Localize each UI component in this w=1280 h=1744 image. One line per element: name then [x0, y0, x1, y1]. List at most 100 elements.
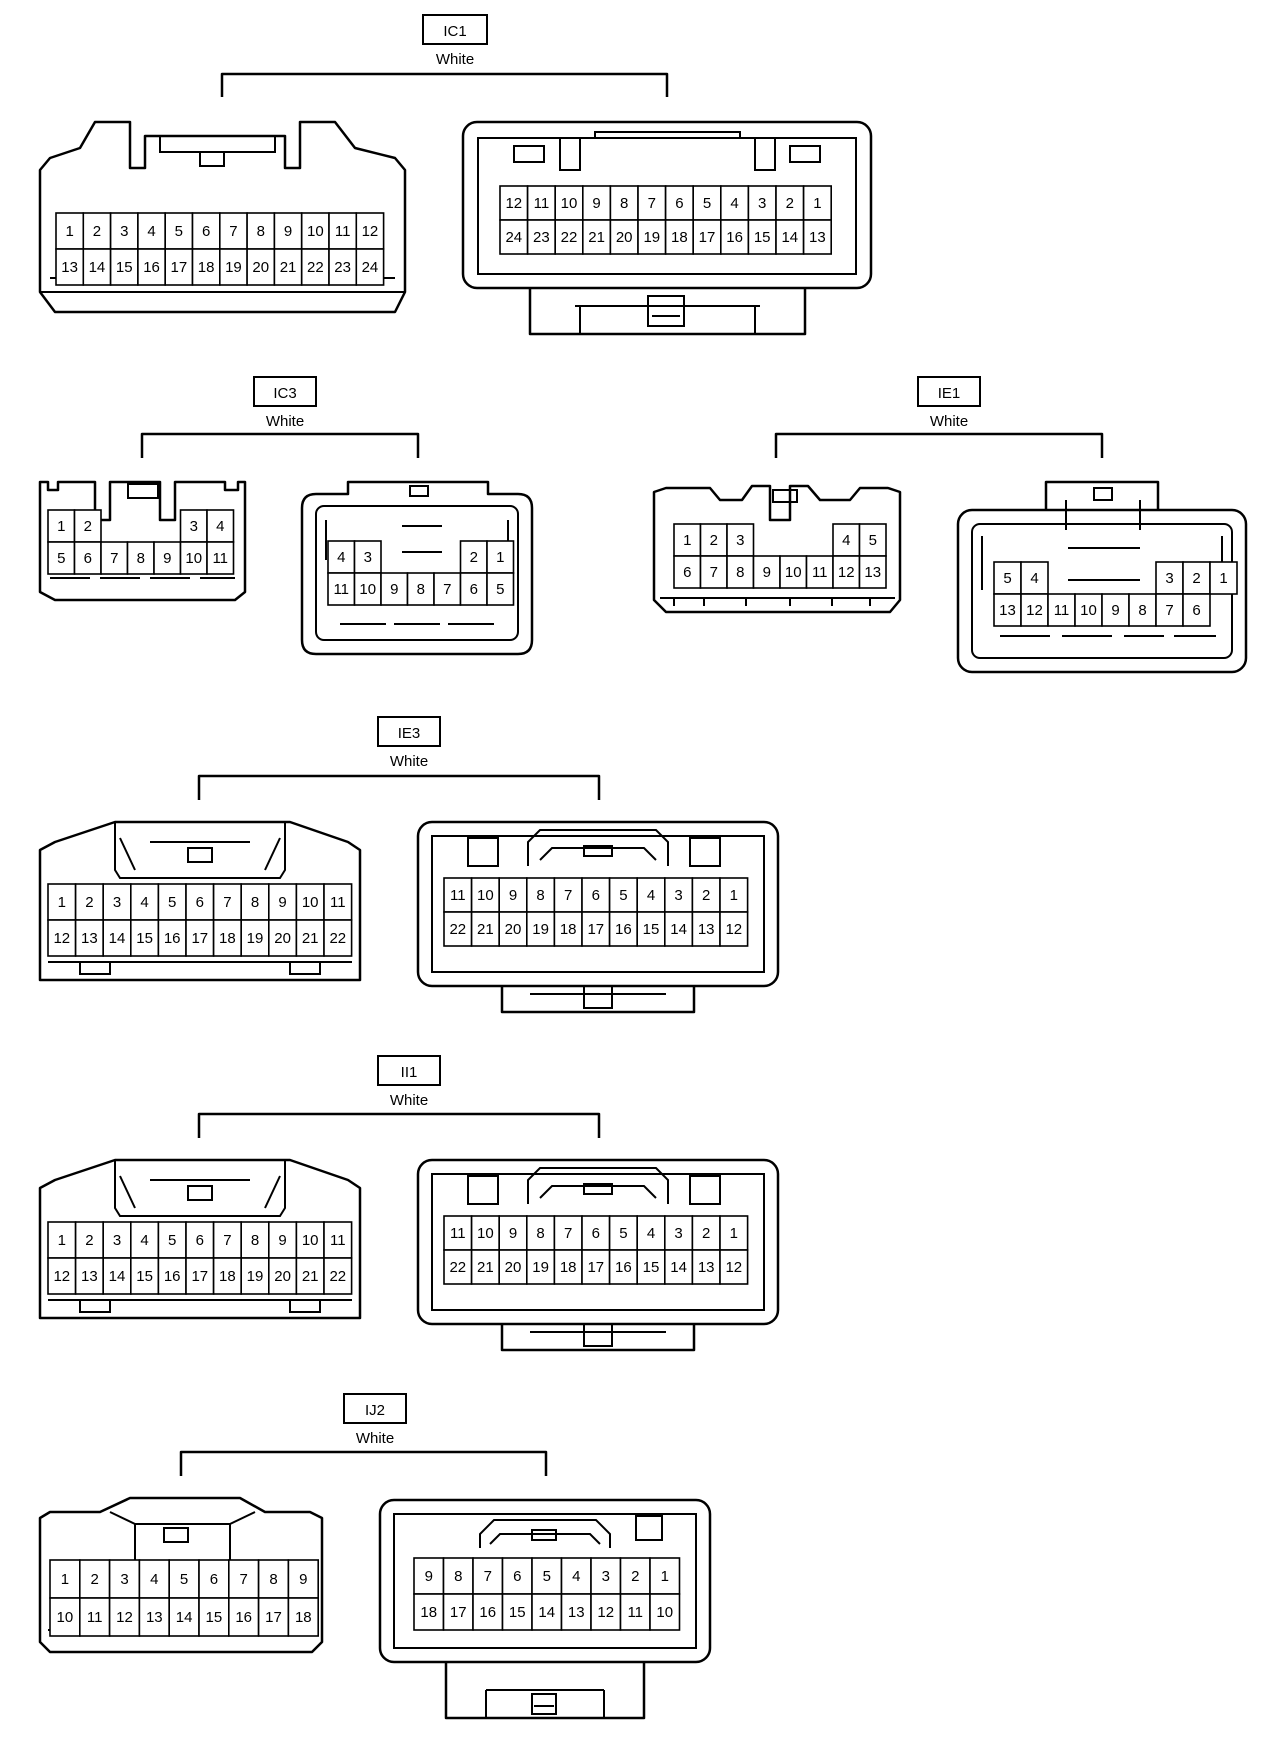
pin-number: 19 — [225, 259, 242, 276]
pin-number: 13 — [864, 564, 881, 581]
pin-number: 5 — [619, 1225, 627, 1242]
pin-number: 1 — [730, 1225, 738, 1242]
pin-number: 16 — [164, 930, 181, 947]
pin-ie1-left-12: 12 — [832, 555, 861, 589]
pin-ie3-right-20: 20 — [498, 911, 528, 947]
connector-ie1-label: IE1 White — [917, 376, 981, 430]
pin-number: 11 — [627, 1604, 643, 1621]
pin-ie3-right-11: 11 — [443, 877, 473, 913]
pin-number: 15 — [206, 1609, 223, 1626]
pin-number: 6 — [683, 564, 691, 581]
pin-ie3-right-22: 22 — [443, 911, 473, 947]
pin-ie3-left-4: 4 — [130, 883, 160, 921]
pin-ic3-left-10: 10 — [179, 541, 208, 575]
pin-number: 11 — [534, 195, 550, 212]
pin-number: 4 — [147, 223, 155, 240]
pin-number: 17 — [450, 1604, 467, 1621]
pin-ij2-right-10: 10 — [649, 1593, 681, 1631]
pin-ic3-right-2: 2 — [459, 540, 488, 574]
pin-number: 7 — [223, 894, 231, 911]
pin-ii1-right-14: 14 — [663, 1249, 694, 1285]
pin-ic3-left-6: 6 — [73, 541, 102, 575]
pin-number: 2 — [702, 1225, 710, 1242]
pin-number: 15 — [136, 1268, 153, 1285]
connector-ic1-color: White — [436, 51, 474, 68]
pin-ii1-right-8: 8 — [525, 1215, 556, 1251]
pin-number: 8 — [417, 581, 425, 598]
pin-ie3-right-16: 16 — [608, 911, 638, 947]
pin-ic3-left-1: 1 — [47, 509, 76, 543]
pin-number: 6 — [84, 550, 92, 567]
pin-number: 22 — [329, 930, 346, 947]
pin-number: 14 — [670, 921, 687, 938]
pin-ii1-right-17: 17 — [581, 1249, 611, 1285]
pin-number: 14 — [176, 1609, 193, 1626]
pin-number: 10 — [57, 1609, 74, 1626]
pin-ii1-left-3: 3 — [102, 1221, 132, 1259]
pin-ic1-right-2: 2 — [775, 185, 805, 221]
pin-ic1-right-14: 14 — [775, 219, 805, 255]
pin-ii1-right-3: 3 — [663, 1215, 694, 1251]
pin-number: 20 — [616, 229, 633, 246]
pin-ij2-right-11: 11 — [619, 1593, 651, 1631]
pin-ic1-right-24: 24 — [499, 219, 529, 255]
pin-number: 10 — [561, 195, 578, 212]
pin-number: 24 — [505, 229, 522, 246]
pin-number: 17 — [587, 921, 604, 938]
pin-number: 5 — [175, 223, 183, 240]
pin-ii1-left-9: 9 — [267, 1221, 298, 1259]
pin-ic1-left-3: 3 — [109, 212, 139, 250]
pin-ic1-right-7: 7 — [637, 185, 667, 221]
pin-number: 11 — [450, 1225, 466, 1242]
pin-ii1-right-10: 10 — [470, 1215, 501, 1251]
pin-ie3-right-4: 4 — [636, 877, 666, 913]
pin-ie3-right-12: 12 — [719, 911, 749, 947]
pin-ii1-left-12: 12 — [47, 1257, 77, 1295]
pin-number: 5 — [496, 581, 504, 598]
pin-ic1-left-6: 6 — [191, 212, 221, 250]
pin-number: 16 — [615, 921, 632, 938]
pin-number: 14 — [670, 1259, 687, 1276]
pin-ii1-left-15: 15 — [130, 1257, 160, 1295]
pin-ij2-left-17: 17 — [257, 1597, 290, 1637]
pin-number: 21 — [477, 1259, 494, 1276]
pin-number: 14 — [781, 229, 798, 246]
pin-ie3-left-11: 11 — [323, 883, 353, 921]
pin-number: 9 — [299, 1571, 307, 1588]
pin-ic1-left-18: 18 — [191, 248, 221, 286]
pin-ic1-left-21: 21 — [273, 248, 303, 286]
pin-number: 4 — [647, 887, 655, 904]
pin-number: 11 — [330, 1232, 346, 1249]
pin-number: 3 — [736, 532, 744, 549]
pin-number: 4 — [216, 518, 224, 535]
pin-ic3-right-3: 3 — [353, 540, 382, 574]
connector-ie3-label: IE3 White — [377, 716, 441, 770]
pin-ic3-right-1: 1 — [486, 540, 515, 574]
pin-number: 21 — [302, 930, 319, 947]
pin-number: 13 — [698, 1259, 715, 1276]
pin-ie1-right-3: 3 — [1155, 561, 1184, 595]
pin-ij2-right-6: 6 — [501, 1557, 533, 1595]
pin-ij2-left-4: 4 — [138, 1559, 170, 1599]
connector-ii1-label: II1 White — [377, 1055, 441, 1109]
pin-ic3-right-9: 9 — [380, 572, 409, 606]
pin-number: 5 — [619, 887, 627, 904]
pin-number: 19 — [532, 921, 549, 938]
pin-ij2-right-18: 18 — [413, 1593, 445, 1631]
pin-ic1-right-22: 22 — [554, 219, 584, 255]
pin-ii1-left-21: 21 — [295, 1257, 325, 1295]
pin-number: 1 — [813, 195, 821, 212]
pin-ij2-right-13: 13 — [560, 1593, 592, 1631]
pin-number: 17 — [191, 1268, 208, 1285]
connector-ie1-color: White — [930, 413, 968, 430]
pin-number: 12 — [1026, 602, 1043, 619]
